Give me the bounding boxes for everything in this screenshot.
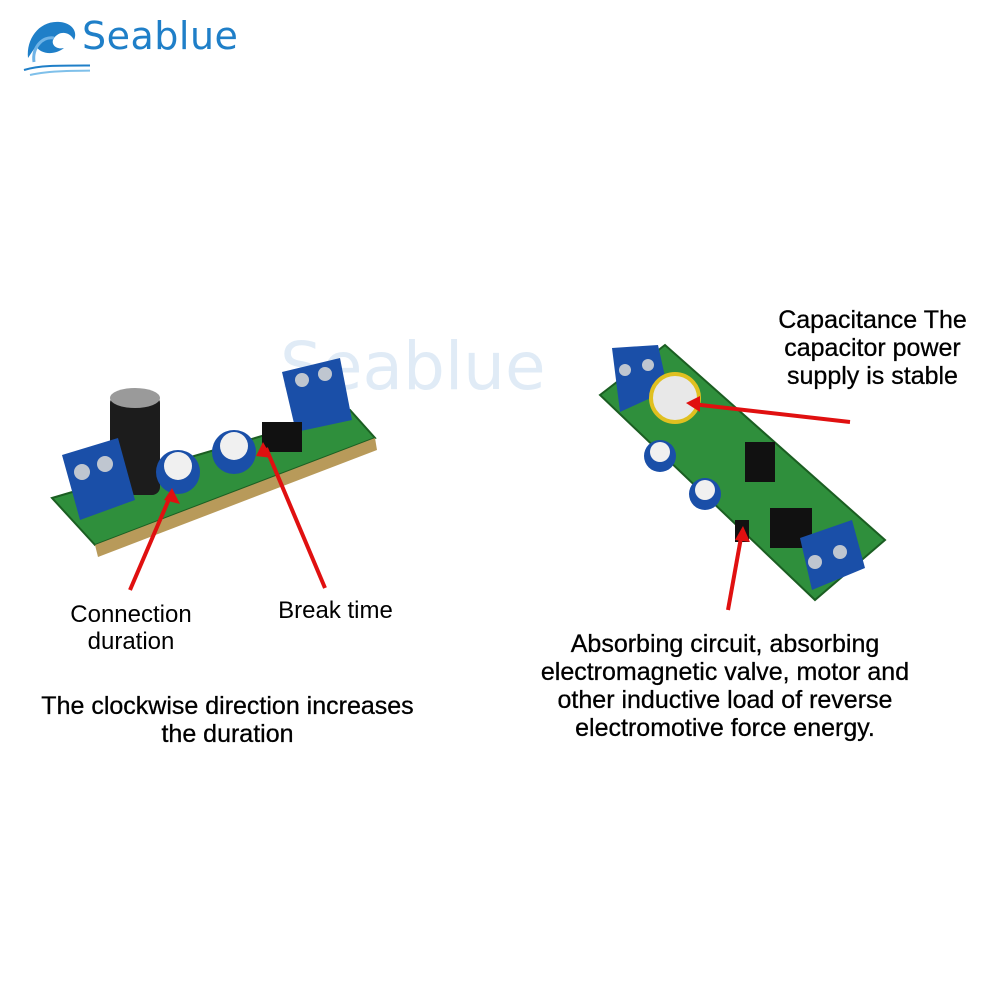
arrow-break-time <box>264 447 327 589</box>
label-break-time: Break time <box>278 597 393 624</box>
left-terminal-block <box>62 438 135 520</box>
capacitor-top <box>649 372 701 424</box>
label-connection-duration: Connection duration <box>70 601 192 655</box>
arrow-connection-duration <box>128 491 174 591</box>
ic-chip <box>745 442 775 482</box>
arrow-absorbing <box>726 531 744 611</box>
label-clockwise: The clockwise direction increases the du… <box>41 692 414 748</box>
arrow-capacitance <box>691 402 851 424</box>
left-pcb-board <box>50 358 377 557</box>
label-absorbing: Absorbing circuit, absorbing electromagn… <box>540 630 910 742</box>
seablue-logo: Seablue <box>20 10 238 80</box>
brand-name: Seablue <box>82 14 239 58</box>
relay-chip <box>262 422 302 452</box>
output-terminal-block <box>800 520 865 590</box>
right-terminal-block <box>282 358 352 432</box>
label-capacitance: Capacitance The capacitor power supply i… <box>778 306 967 390</box>
